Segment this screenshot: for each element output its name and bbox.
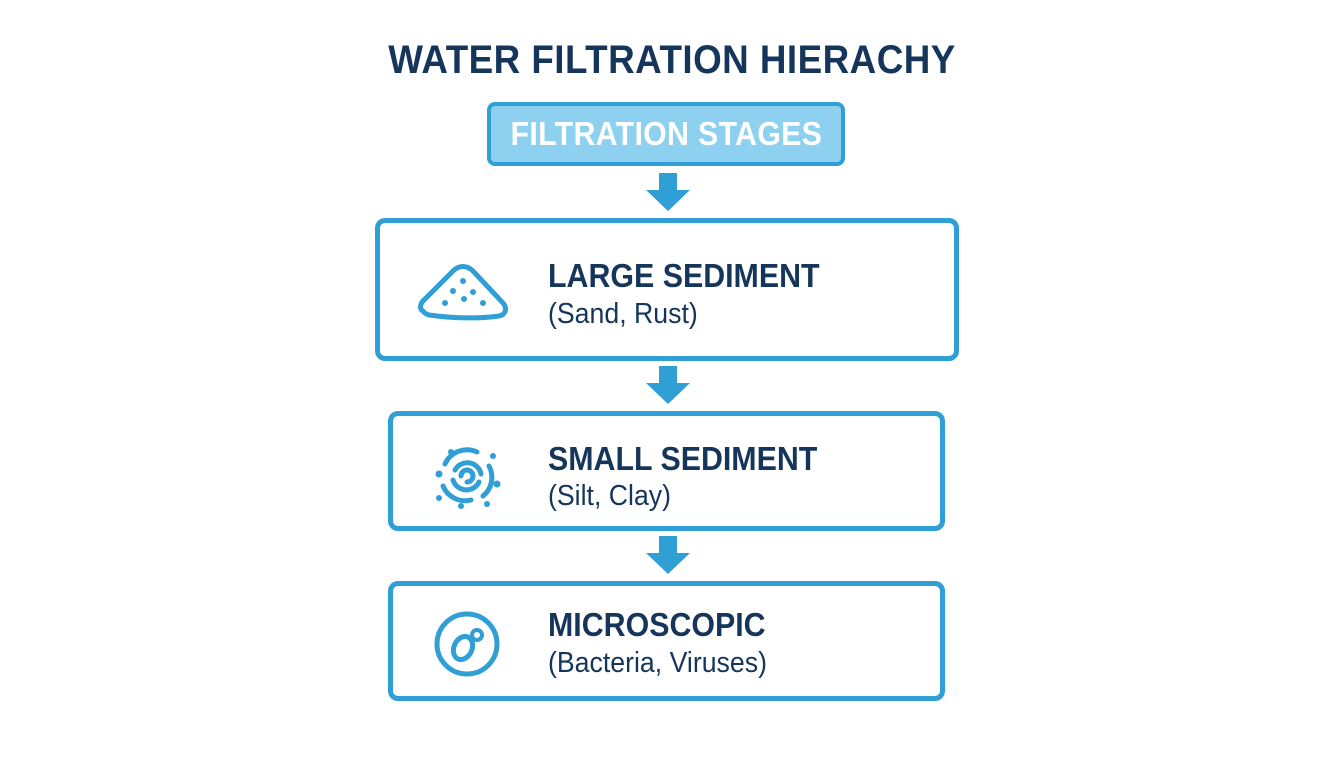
stage-description-microscopic: (Bacteria, Viruses) [548, 647, 767, 679]
stage-description-large-sediment: (Sand, Rust) [548, 298, 698, 330]
microbe-cell-icon [434, 611, 500, 677]
stage-box-large-sediment: LARGE SEDIMENT (Sand, Rust) [375, 218, 959, 361]
diagram-title: WATER FILTRATION HIERACHY [388, 38, 956, 82]
stage-name-large-sediment: LARGE SEDIMENT [548, 257, 820, 294]
stage-description-small-sediment: (Silt, Clay) [548, 480, 672, 512]
down-arrow-icon [646, 173, 690, 211]
sand-pile-icon [418, 264, 509, 321]
filtration-stages-header: FILTRATION STAGES [487, 102, 845, 166]
swirl-particles-icon [435, 447, 501, 509]
filtration-stages-label: FILTRATION STAGES [510, 115, 822, 152]
stage-box-microscopic: MICROSCOPIC (Bacteria, Viruses) [388, 581, 945, 701]
stage-name-microscopic: MICROSCOPIC [548, 606, 766, 643]
down-arrow-icon [646, 366, 690, 404]
down-arrow-icon [646, 536, 690, 574]
stage-box-small-sediment: SMALL SEDIMENT (Silt, Clay) [388, 411, 945, 531]
stage-name-small-sediment: SMALL SEDIMENT [548, 440, 818, 477]
